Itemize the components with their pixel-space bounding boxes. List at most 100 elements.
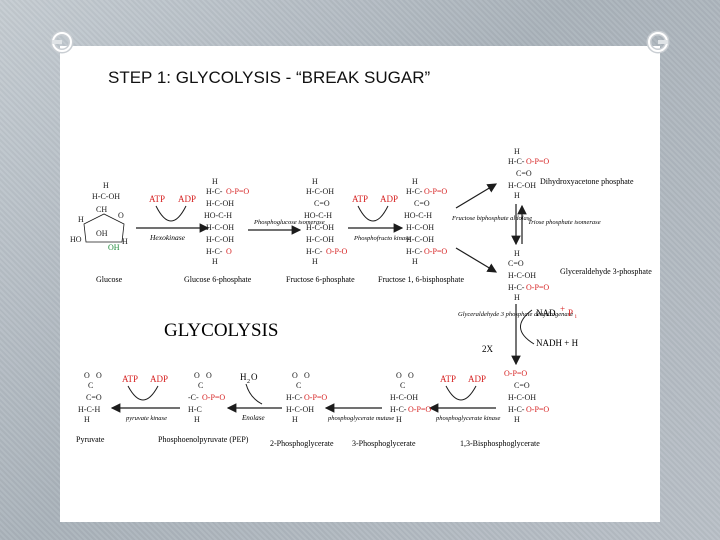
glucose-label: Glucose bbox=[96, 275, 123, 284]
g3p-structure: H C=O H-C-OH H-C-O-P=O H bbox=[508, 249, 549, 302]
svg-text:O-P=O: O-P=O bbox=[408, 405, 431, 414]
svg-text:OH: OH bbox=[96, 229, 108, 238]
atp-label: ATP bbox=[149, 194, 165, 204]
svg-text:O-P=O: O-P=O bbox=[202, 393, 225, 402]
svg-text:H: H bbox=[312, 257, 318, 266]
svg-text:H-C-OH: H-C-OH bbox=[508, 181, 536, 190]
svg-text:H: H bbox=[78, 215, 84, 224]
g3p-label: Glyceraldehyde 3-phosphate bbox=[560, 267, 652, 276]
svg-text:H-C-OH: H-C-OH bbox=[206, 199, 234, 208]
svg-text:O-P=O: O-P=O bbox=[526, 405, 549, 414]
svg-text:H: H bbox=[514, 293, 520, 302]
atp-label: ATP bbox=[352, 194, 368, 204]
svg-text:H-C-: H-C- bbox=[508, 405, 525, 414]
svg-text:O: O bbox=[304, 371, 310, 380]
h2o-subscript: 2 bbox=[247, 379, 250, 385]
pgi-label: Phosphoglucose isomerase bbox=[253, 219, 325, 226]
adp-label: ADP bbox=[380, 194, 398, 204]
g6p-structure: H H-C-O-P=O H-C-OH HO-C-H H-C-OH H-C-OH … bbox=[204, 177, 249, 266]
svg-text:O: O bbox=[84, 371, 90, 380]
hexokinase-label: Hexokinase bbox=[149, 233, 186, 242]
svg-text:O: O bbox=[396, 371, 402, 380]
svg-text:OH: OH bbox=[108, 243, 120, 252]
svg-text:O: O bbox=[194, 371, 200, 380]
svg-text:H-C-: H-C- bbox=[286, 393, 303, 402]
svg-text:H: H bbox=[84, 415, 90, 424]
svg-text:O-P-O: O-P-O bbox=[326, 247, 348, 256]
svg-text:H-C-OH: H-C-OH bbox=[508, 393, 536, 402]
svg-text:H-C-: H-C- bbox=[206, 247, 223, 256]
svg-text:C: C bbox=[198, 381, 203, 390]
g6p-label: Glucose 6-phosphate bbox=[184, 275, 252, 284]
aldolase-label: Fructose biphosphate aldolase bbox=[451, 215, 532, 222]
svg-text:H-C-: H-C- bbox=[508, 157, 525, 166]
enolase-label: Enolase bbox=[241, 414, 265, 422]
dhap-structure: H H-C-O-P=O C=O H-C-OH H bbox=[508, 147, 549, 200]
f6p-label: Fructose 6-phosphate bbox=[286, 275, 355, 284]
cofactor-curve bbox=[445, 385, 477, 401]
svg-text:O-P=O: O-P=O bbox=[424, 187, 447, 196]
svg-text:H-C-: H-C- bbox=[206, 187, 223, 196]
f6p-structure: HH-C-OHC=O HO-C-HH-C-OHH-C-OH H-C-O-P-OH bbox=[304, 177, 348, 266]
svg-text:H: H bbox=[194, 415, 200, 424]
svg-text:H-C: H-C bbox=[188, 405, 202, 414]
pk-label: pyruvate kinase bbox=[125, 415, 167, 422]
adp-label: ADP bbox=[150, 374, 168, 384]
svg-text:H-C-OH: H-C-OH bbox=[92, 192, 120, 201]
svg-text:H-C-OH: H-C-OH bbox=[406, 223, 434, 232]
svg-text:C: C bbox=[88, 381, 93, 390]
svg-text:H-C-: H-C- bbox=[508, 283, 525, 292]
svg-text:H: H bbox=[514, 249, 520, 258]
nadh-label: NADH + H bbox=[536, 338, 579, 348]
svg-text:H: H bbox=[412, 177, 418, 186]
svg-text:C=O: C=O bbox=[414, 199, 430, 208]
svg-text:O-P=O: O-P=O bbox=[304, 393, 327, 402]
svg-text:H-C-: H-C- bbox=[306, 247, 323, 256]
svg-text:H-C-OH: H-C-OH bbox=[306, 235, 334, 244]
multiplier-label: 2X bbox=[482, 344, 494, 354]
reaction-arrow bbox=[455, 247, 498, 273]
nad-label: NAD bbox=[536, 308, 556, 318]
svg-text:H-C-: H-C- bbox=[390, 405, 407, 414]
slide-title: STEP 1: GLYCOLYSIS - “BREAK SUGAR” bbox=[108, 68, 431, 87]
gapdh-label: Glyceraldehyde 3 phosphate dehydrogenase bbox=[458, 311, 573, 318]
atp-label: ATP bbox=[440, 374, 456, 384]
svg-text:H-C-OH: H-C-OH bbox=[206, 235, 234, 244]
svg-text:H-C-OH: H-C-OH bbox=[406, 235, 434, 244]
plus-sign: + bbox=[560, 304, 565, 314]
svg-text:H: H bbox=[514, 191, 520, 200]
reaction-arrow bbox=[455, 183, 498, 209]
dhap-label: Dihydroxyacetone phosphate bbox=[540, 177, 634, 186]
svg-text:H: H bbox=[396, 415, 402, 424]
cofactor-curve bbox=[520, 309, 535, 345]
svg-text:O-P=O: O-P=O bbox=[526, 157, 549, 166]
svg-text:H: H bbox=[312, 177, 318, 186]
svg-text:O: O bbox=[226, 247, 232, 256]
cofactor-curve bbox=[245, 383, 263, 405]
svg-text:H-C-: H-C- bbox=[406, 187, 423, 196]
cofactor-curve bbox=[155, 205, 187, 222]
binder-ring-icon bbox=[50, 30, 74, 54]
svg-text:O: O bbox=[96, 371, 102, 380]
svg-text:O: O bbox=[292, 371, 298, 380]
svg-text:HO: HO bbox=[70, 235, 82, 244]
svg-text:C=O: C=O bbox=[514, 381, 530, 390]
pgm-label: phosphoglycerate mutase bbox=[327, 415, 394, 422]
binder-ring-icon bbox=[646, 30, 670, 54]
svg-text:H: H bbox=[292, 415, 298, 424]
bpg13-structure: O-P=O C=O H-C-OH H-C-O-P=O H bbox=[504, 369, 549, 424]
svg-text:H-C-OH: H-C-OH bbox=[286, 405, 314, 414]
slide-card bbox=[60, 46, 660, 522]
h2o-o-label: O bbox=[251, 372, 258, 382]
svg-text:O-P=O: O-P=O bbox=[424, 247, 447, 256]
pg2-label: 2-Phosphoglycerate bbox=[270, 439, 334, 448]
atp-label: ATP bbox=[122, 374, 138, 384]
svg-text:C=O: C=O bbox=[508, 259, 524, 268]
svg-text:H-C-H: H-C-H bbox=[78, 405, 100, 414]
slide bbox=[20, 20, 700, 522]
svg-text:H: H bbox=[514, 415, 520, 424]
